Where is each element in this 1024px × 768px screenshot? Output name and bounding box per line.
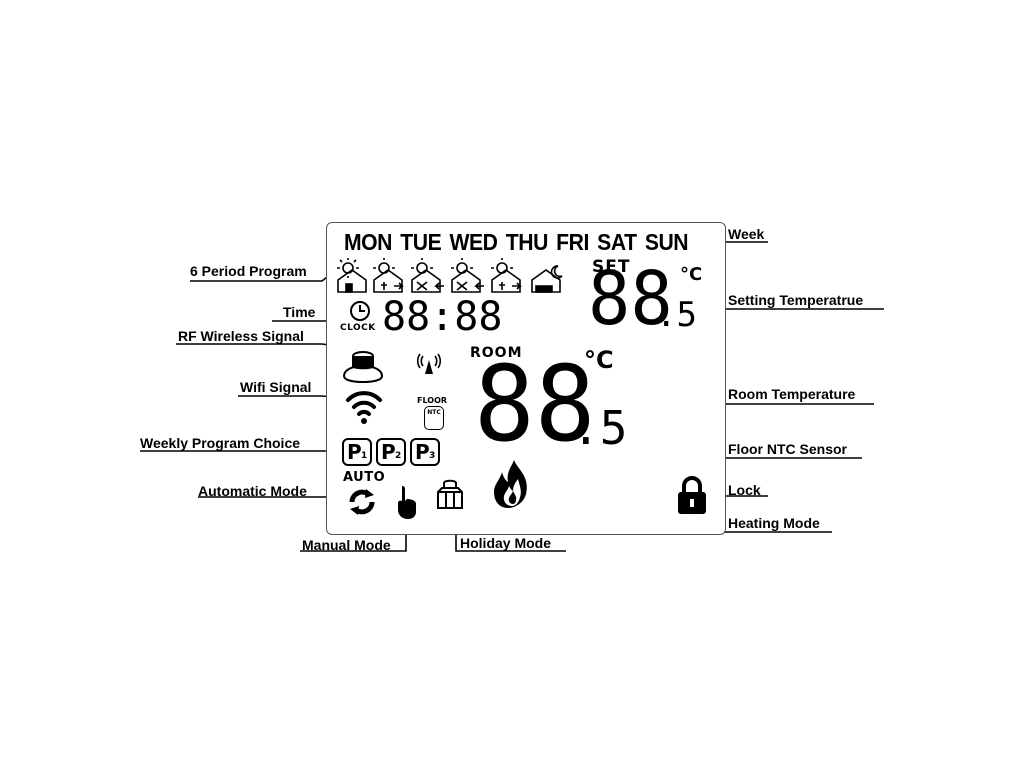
- set-temperature-digits: 88: [588, 256, 673, 342]
- week-days: MON TUE WED THU FRI SAT SUN: [344, 229, 696, 256]
- period-5-icon: [491, 258, 522, 293]
- label-setting-temp: Setting Temperatrue: [728, 292, 864, 308]
- label-time: Time: [283, 304, 316, 320]
- label-wifi: Wifi Signal: [240, 379, 312, 395]
- lock-icon: [678, 476, 706, 514]
- rf-antenna-icon: [416, 353, 442, 374]
- day-thu: THU: [505, 229, 549, 255]
- set-temperature-decimal: .5: [656, 295, 697, 335]
- period-4-icon: [451, 258, 484, 293]
- manual-hand-icon: [398, 486, 416, 519]
- day-fri: FRI: [556, 229, 589, 255]
- clock-label: CLOCK: [340, 323, 376, 333]
- day-sat: SAT: [597, 229, 637, 255]
- program-p1-letter: P: [347, 440, 362, 464]
- program-p2-icon: P 2: [376, 438, 406, 466]
- program-p2-letter: P: [381, 440, 396, 464]
- program-p3-num: 3: [429, 451, 436, 461]
- day-tue: TUE: [400, 229, 442, 255]
- weekly-program-choices: P 1 P 2 P 3: [342, 438, 440, 466]
- period-program-icons: [337, 258, 563, 293]
- label-lock: Lock: [728, 482, 761, 498]
- heating-flame-icon: [494, 460, 527, 508]
- holiday-bag-icon: [437, 479, 463, 509]
- set-unit: °C: [680, 264, 703, 285]
- label-week: Week: [728, 226, 765, 242]
- label-floor-ntc: Floor NTC Sensor: [728, 441, 848, 457]
- program-p1-icon: P 1: [342, 438, 372, 466]
- room-temperature-digits: 88: [474, 343, 596, 465]
- label-rf-signal: RF Wireless Signal: [178, 328, 304, 344]
- set-label: SET: [592, 257, 631, 277]
- program-p1-num: 1: [361, 451, 368, 461]
- floor-label: FLOOR: [417, 396, 448, 405]
- period-1-icon: [337, 258, 367, 293]
- auto-cycle-icon: [349, 489, 375, 515]
- room-temperature-decimal: .5: [572, 401, 628, 455]
- room-unit: °C: [584, 346, 614, 374]
- wifi-icon: [346, 391, 382, 424]
- label-holiday: Holiday Mode: [460, 535, 552, 551]
- label-manual: Manual Mode: [302, 537, 391, 553]
- label-weekly-program: Weekly Program Choice: [140, 435, 301, 451]
- day-mon: MON: [344, 229, 392, 255]
- day-sun: SUN: [644, 229, 689, 255]
- ntc-sensor-icon: NTC: [424, 406, 444, 430]
- day-wed: WED: [449, 229, 498, 255]
- clock-icon: [350, 301, 370, 321]
- heater-icon: [342, 351, 384, 384]
- ntc-label: NTC: [427, 409, 441, 416]
- time-digits: 88:88: [382, 294, 503, 340]
- program-p3-letter: P: [415, 440, 430, 464]
- period-2-icon: [373, 258, 404, 293]
- period-6-icon: [531, 265, 563, 293]
- program-p2-num: 2: [395, 451, 402, 461]
- label-heating: Heating Mode: [728, 515, 820, 531]
- period-3-icon: [411, 258, 444, 293]
- label-automatic: Automatic Mode: [198, 483, 307, 499]
- label-period-program: 6 Period Program: [190, 263, 307, 279]
- auto-label: AUTO: [343, 470, 386, 485]
- program-p3-icon: P 3: [410, 438, 440, 466]
- label-room-temp: Room Temperature: [728, 386, 856, 402]
- room-label: ROOM: [470, 345, 523, 361]
